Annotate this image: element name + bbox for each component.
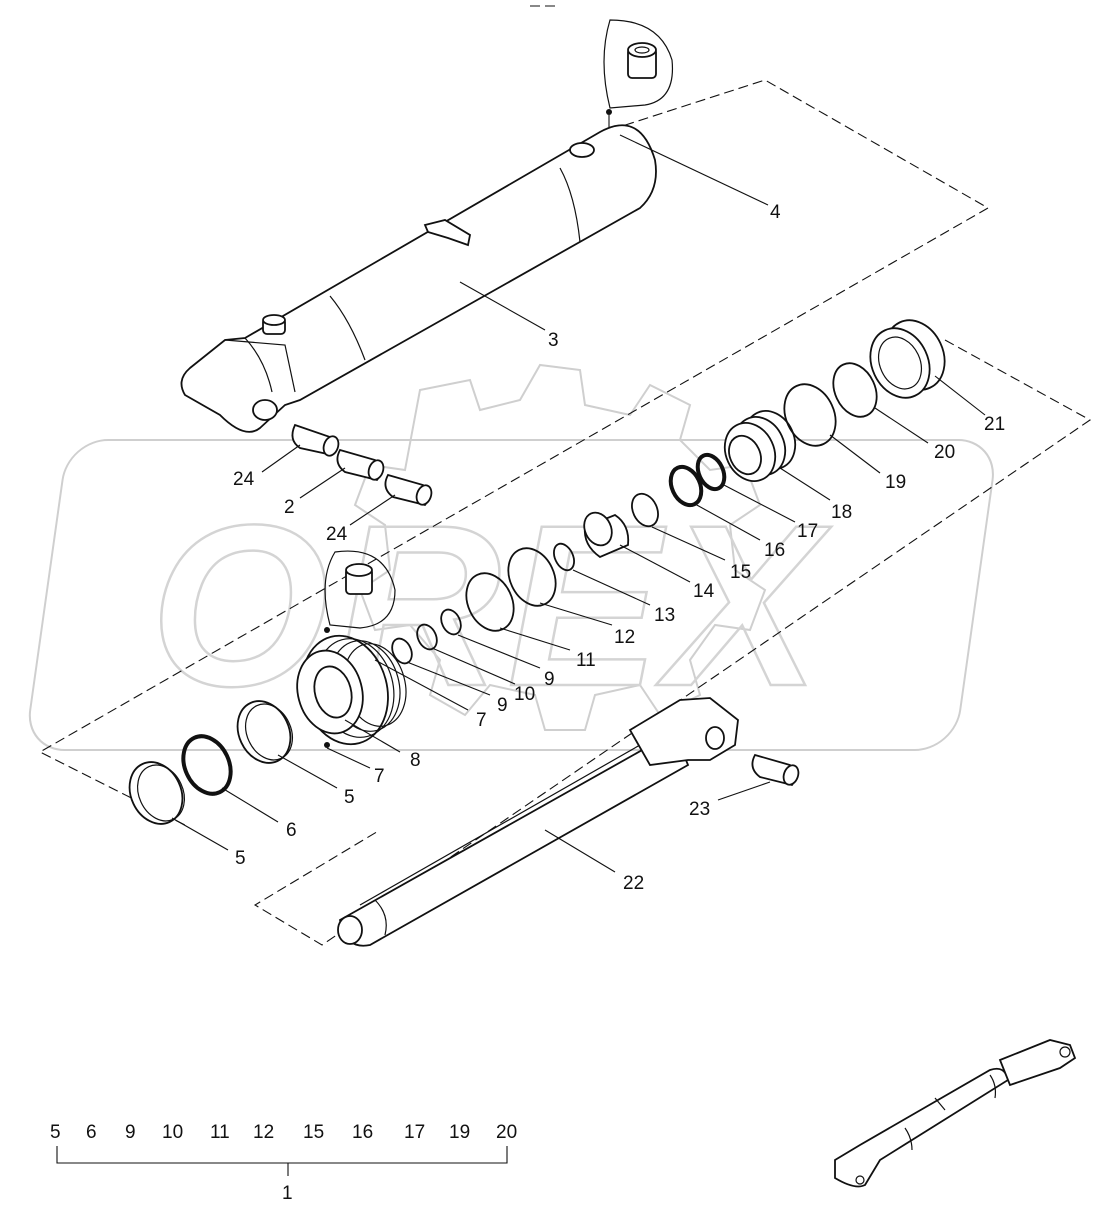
watermark-text: OREX	[150, 477, 831, 734]
callout-5-bottom: 5	[235, 848, 246, 869]
kit-item-17: 17	[404, 1122, 425, 1143]
callout-21: 21	[984, 414, 1005, 435]
upper-dashed-boundary	[38, 79, 990, 826]
callout-10: 10	[514, 684, 535, 705]
callout-6: 6	[286, 820, 297, 841]
watermark-gear	[353, 363, 767, 731]
assembly-thumbnail	[834, 1039, 1077, 1188]
kit-item-15: 15	[303, 1122, 324, 1143]
callout-15: 15	[730, 562, 751, 583]
kit-item-11: 11	[210, 1122, 230, 1143]
callout-23: 23	[689, 799, 710, 820]
callout-7-bottom: 7	[374, 766, 385, 787]
callout-2: 2	[284, 497, 295, 518]
rings-19-20	[783, 362, 878, 447]
callout-8: 8	[410, 750, 421, 771]
kit-item-6: 6	[86, 1122, 97, 1143]
callout-3: 3	[548, 330, 559, 351]
cylinder-barrel	[180, 124, 657, 433]
rod-22	[337, 697, 739, 947]
bushing-4	[603, 19, 674, 128]
kit-item-9: 9	[125, 1122, 136, 1143]
kit-bracket	[56, 1146, 508, 1176]
kit-item-5: 5	[50, 1122, 61, 1143]
bushings-upper	[291, 423, 433, 507]
gland-8	[296, 634, 407, 746]
callout-11: 11	[576, 650, 596, 671]
callout-4: 4	[770, 202, 781, 223]
callout-7-top: 7	[476, 710, 487, 731]
kit-label-1: 1	[282, 1183, 293, 1204]
watermark-frame	[28, 439, 994, 751]
rings-left	[128, 700, 294, 825]
bushing-23	[751, 753, 800, 787]
callout-24-top: 24	[233, 469, 255, 490]
piston-18	[723, 410, 797, 482]
kit-item-16: 16	[352, 1122, 373, 1143]
leader-lines	[171, 134, 986, 873]
callout-20: 20	[934, 442, 955, 463]
callout-9-top: 9	[544, 669, 555, 690]
callout-5-top: 5	[344, 787, 355, 808]
callout-labels: 4 3 24 2 24 21 20 19 18 17 16 15 14 13 1…	[233, 202, 1005, 894]
seals-15-17	[631, 452, 727, 528]
callout-9-bottom: 9	[497, 695, 508, 716]
bushing-7-insert	[324, 550, 396, 748]
callout-17: 17	[797, 521, 818, 542]
callout-12: 12	[614, 627, 635, 648]
callout-13: 13	[654, 605, 675, 626]
kit-item-19: 19	[449, 1122, 470, 1143]
callout-24-bottom: 24	[326, 524, 348, 545]
callout-19: 19	[885, 472, 906, 493]
bushing-14	[583, 511, 630, 559]
callout-18: 18	[831, 502, 852, 523]
kit-item-10: 10	[162, 1122, 183, 1143]
callout-22: 22	[623, 873, 644, 894]
head-21	[869, 319, 946, 399]
callout-16: 16	[764, 540, 785, 561]
kit-list: 5 6 9 10 11 12 15 16 17 19 20 1	[50, 1122, 517, 1204]
kit-item-12: 12	[253, 1122, 274, 1143]
callout-14: 14	[693, 581, 715, 602]
watermark: OREX	[28, 363, 994, 751]
kit-item-20: 20	[496, 1122, 517, 1143]
lower-dashed-boundary	[253, 339, 1092, 946]
